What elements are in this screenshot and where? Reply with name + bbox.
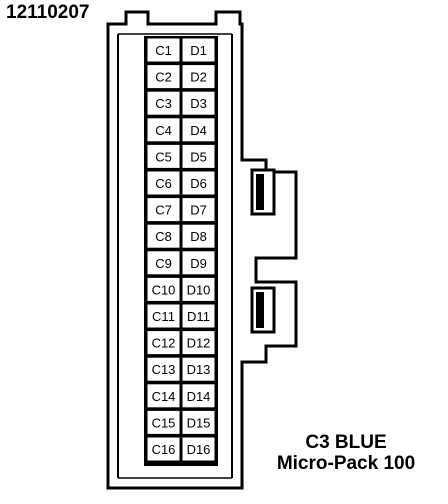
- pin-cavity: [146, 223, 181, 249]
- pin-label: C5: [155, 149, 172, 164]
- pin-cavity: [146, 143, 181, 169]
- pin-cavity: [181, 436, 216, 462]
- pin-cavity: [146, 197, 181, 223]
- pin-label: D14: [187, 389, 211, 404]
- pin-cavity: [146, 117, 181, 143]
- pin-cavity: [146, 330, 181, 356]
- pin-label: D2: [190, 70, 207, 85]
- upper-latch: [250, 168, 276, 216]
- pin-label: D9: [190, 256, 207, 271]
- pin-cavity: [181, 64, 216, 90]
- pin-cavity: [181, 276, 216, 302]
- pin-label: C6: [155, 176, 172, 191]
- part-number: 12110207: [6, 2, 90, 23]
- pin-cavity: [146, 436, 181, 462]
- pin-label: C9: [155, 256, 172, 271]
- pin-label: D8: [190, 229, 207, 244]
- pin-label: D5: [190, 149, 207, 164]
- pin-label: D7: [190, 203, 207, 218]
- pin-label: C12: [152, 336, 176, 351]
- pin-label: C8: [155, 229, 172, 244]
- pin-cavity: [146, 250, 181, 276]
- pin-label: C10: [152, 282, 176, 297]
- pin-cavity: [181, 330, 216, 356]
- pin-label: C14: [152, 389, 176, 404]
- pin-cavity: [146, 170, 181, 196]
- pin-label: D13: [187, 362, 211, 377]
- pin-cavity: [146, 37, 181, 63]
- pin-cavity: [181, 90, 216, 116]
- pin-cavity: [181, 383, 216, 409]
- pin-label: C16: [152, 442, 176, 457]
- pin-cavity: [181, 356, 216, 382]
- lower-latch: [250, 286, 276, 334]
- pin-label: D6: [190, 176, 207, 191]
- pin-cavity: [181, 250, 216, 276]
- pin-cavity: [146, 64, 181, 90]
- pin-label: C1: [155, 43, 172, 58]
- pin-label: C7: [155, 203, 172, 218]
- pin-cavity: [181, 223, 216, 249]
- pin-label: C11: [152, 309, 175, 324]
- pin-cavity: [181, 143, 216, 169]
- pin-cavity: [181, 409, 216, 435]
- pin-label: C4: [155, 123, 172, 138]
- connector-caption: C3 BLUE Micro-Pack 100: [244, 432, 448, 474]
- pin-cavity: [146, 356, 181, 382]
- pin-cavity: [181, 37, 216, 63]
- pin-label: C2: [155, 70, 172, 85]
- pin-label: D12: [187, 336, 211, 351]
- pin-label: D10: [187, 282, 211, 297]
- pin-label: D3: [190, 96, 207, 111]
- pin-label: D11: [187, 309, 210, 324]
- pin-label: C15: [152, 415, 176, 430]
- pin-label: D16: [187, 442, 211, 457]
- pin-label: C3: [155, 96, 172, 111]
- pin-cavity: [146, 383, 181, 409]
- pin-cavity: [146, 303, 181, 329]
- pin-label: D1: [190, 43, 207, 58]
- pin-cavity: [146, 276, 181, 302]
- pin-label: D4: [190, 123, 207, 138]
- pin-cavity: [181, 170, 216, 196]
- connector-name: C3 BLUE: [305, 432, 387, 453]
- pin-label: C13: [152, 362, 176, 377]
- pin-cavity: [181, 197, 216, 223]
- pin-label: D15: [187, 415, 211, 430]
- pin-cavity: [181, 117, 216, 143]
- pin-cavity: [146, 409, 181, 435]
- connector-type: Micro-Pack 100: [276, 453, 416, 474]
- pin-cavity: [146, 90, 181, 116]
- pin-cavity: [181, 303, 216, 329]
